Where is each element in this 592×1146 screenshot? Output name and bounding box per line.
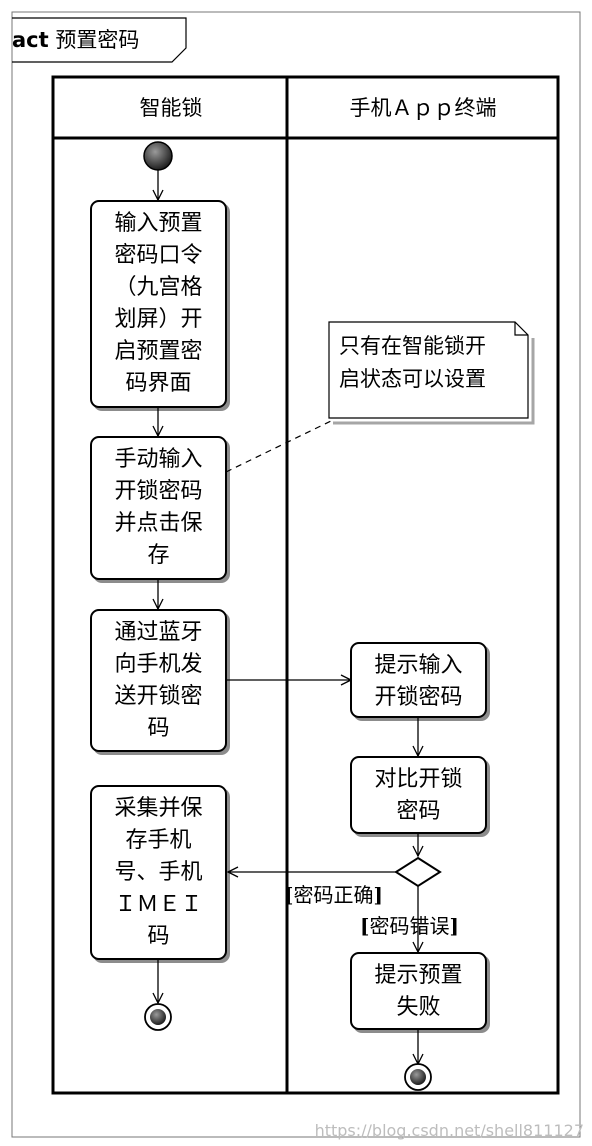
guard-correct-text: 密码正确 <box>293 883 374 907</box>
frame-title-tab <box>12 17 187 63</box>
action-label: 采集并保 存手机 号、手机 ＩＭＥＩ 码 <box>114 796 203 949</box>
action-label: 提示预置 失败 <box>374 963 463 1020</box>
watermark: https://blog.csdn.net/shell811127 <box>314 1121 584 1140</box>
decision-node <box>394 856 442 888</box>
action-label: 提示输入 开锁密码 <box>374 653 463 710</box>
note-anchor <box>225 419 334 473</box>
note-shadow <box>333 338 535 425</box>
action-enter-preset: 输入预置 密码口令 （九宫格 划屏）开 启预置密 码界面 <box>90 200 227 408</box>
action-label: 对比开锁 密码 <box>374 767 463 824</box>
guard-wrong-text: 密码错误 <box>369 914 450 938</box>
guard-wrong: [密码错误] <box>360 914 459 938</box>
lane-header-lock: 智能锁 <box>139 96 203 120</box>
final-node-app <box>404 1063 432 1091</box>
action-label: 输入预置 密码口令 （九宫格 划屏）开 启预置密 码界面 <box>114 211 203 396</box>
frame-title: act 预置密码 <box>12 18 139 62</box>
action-prompt-input: 提示输入 开锁密码 <box>350 642 487 718</box>
action-label: 通过蓝牙 向手机发 送开锁密 码 <box>114 620 203 741</box>
guard-correct: [密码正确] <box>284 883 383 907</box>
initial-node <box>143 141 173 171</box>
action-manual-input: 手动输入 开锁密码 并点击保 存 <box>90 436 227 580</box>
action-compare: 对比开锁 密码 <box>350 756 487 834</box>
action-prompt-fail: 提示预置 失败 <box>350 952 487 1030</box>
frame-border <box>11 11 581 1138</box>
frame-kind: act <box>12 28 49 52</box>
note-box <box>328 321 529 419</box>
note-fold <box>514 322 528 336</box>
final-node-lock <box>144 1003 172 1031</box>
swimlane-pool <box>51 75 560 1095</box>
action-collect: 采集并保 存手机 号、手机 ＩＭＥＩ 码 <box>90 785 227 960</box>
note-text: 只有在智能锁开 启状态可以设置 <box>339 334 486 391</box>
lane-header-app: 手机Ａｐｐ终端 <box>349 96 497 120</box>
action-send-bluetooth: 通过蓝牙 向手机发 送开锁密 码 <box>90 609 227 752</box>
frame-name: 预置密码 <box>55 28 140 52</box>
action-label: 手动输入 开锁密码 并点击保 存 <box>114 447 203 568</box>
